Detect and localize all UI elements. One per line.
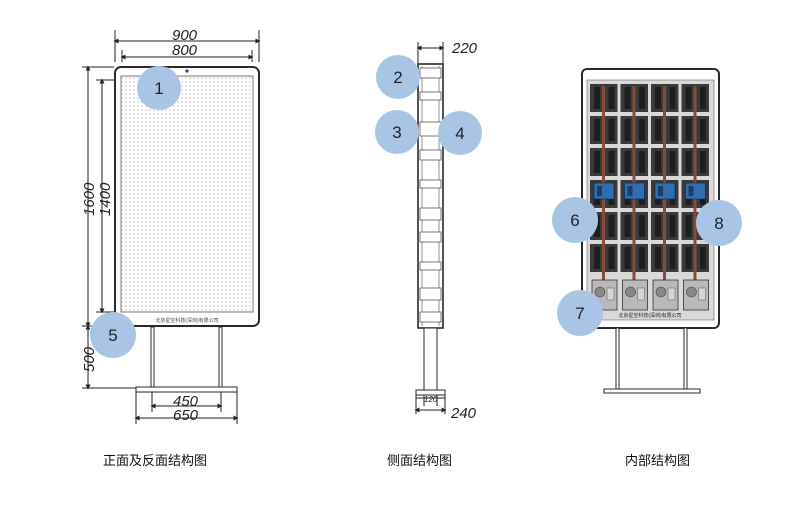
interior-view: 北京星空科技(深圳)有限公司 xyxy=(581,68,720,394)
svg-text:2: 2 xyxy=(393,68,402,87)
svg-text:4: 4 xyxy=(455,124,464,143)
dim-top-outer: 900 xyxy=(172,27,198,44)
interior-brand-label: 北京星空科技(深圳)有限公司 xyxy=(618,312,681,319)
svg-text:1: 1 xyxy=(154,79,163,98)
caption-interior-view: 内部结构图 xyxy=(625,454,691,469)
side-base xyxy=(415,389,446,396)
dim-side-bottom-inner: 120 xyxy=(424,395,438,404)
svg-text:6: 6 xyxy=(570,211,579,230)
callout-3: 3 xyxy=(375,110,419,154)
svg-text:7: 7 xyxy=(575,304,584,323)
front-screen xyxy=(120,75,254,313)
callouts: 1 2 3 4 5 6 7 8 xyxy=(90,55,742,358)
power-supplies xyxy=(591,279,709,311)
dim-left-outer: 1600 xyxy=(81,182,98,216)
callout-bubble xyxy=(376,55,420,99)
dim-left-inner: 1400 xyxy=(97,182,114,216)
dim-base-inner: 450 xyxy=(173,393,199,410)
dim-side-top: 220 xyxy=(451,40,478,57)
callout-bubble xyxy=(137,66,181,110)
front-view: 900 800 1600 1400 北京星空科技(深圳)有限公司 500 xyxy=(81,27,261,424)
side-view: 220 120 240 xyxy=(414,40,478,422)
callout-2: 2 xyxy=(376,55,420,99)
caption-front-view: 正面及反面结构图 xyxy=(103,454,208,469)
callout-1: 1 xyxy=(137,66,181,110)
svg-text:3: 3 xyxy=(392,123,401,142)
callout-bubble xyxy=(375,110,419,154)
front-brand-label: 北京星空科技(深圳)有限公司 xyxy=(155,317,218,324)
front-base xyxy=(135,386,238,393)
svg-text:8: 8 xyxy=(714,214,723,233)
dim-base-outer: 650 xyxy=(173,407,199,424)
dim-top-inner: 800 xyxy=(172,42,198,59)
dim-base-height: 500 xyxy=(81,346,98,372)
dim-side-bottom-outer: 240 xyxy=(450,405,477,422)
callout-8: 8 xyxy=(696,200,742,246)
callout-bubble xyxy=(552,197,598,243)
receiving-cards xyxy=(593,182,706,200)
callout-bubble xyxy=(696,200,742,246)
camera-dot xyxy=(185,69,189,73)
callout-4: 4 xyxy=(438,111,482,155)
callout-6: 6 xyxy=(552,197,598,243)
callout-bubble xyxy=(438,111,482,155)
svg-text:5: 5 xyxy=(108,326,117,345)
callout-5: 5 xyxy=(90,312,136,358)
caption-side-view: 侧面结构图 xyxy=(387,454,453,469)
callout-7: 7 xyxy=(557,290,603,336)
callout-bubble xyxy=(557,290,603,336)
interior-base xyxy=(603,388,701,394)
callout-bubble xyxy=(90,312,136,358)
